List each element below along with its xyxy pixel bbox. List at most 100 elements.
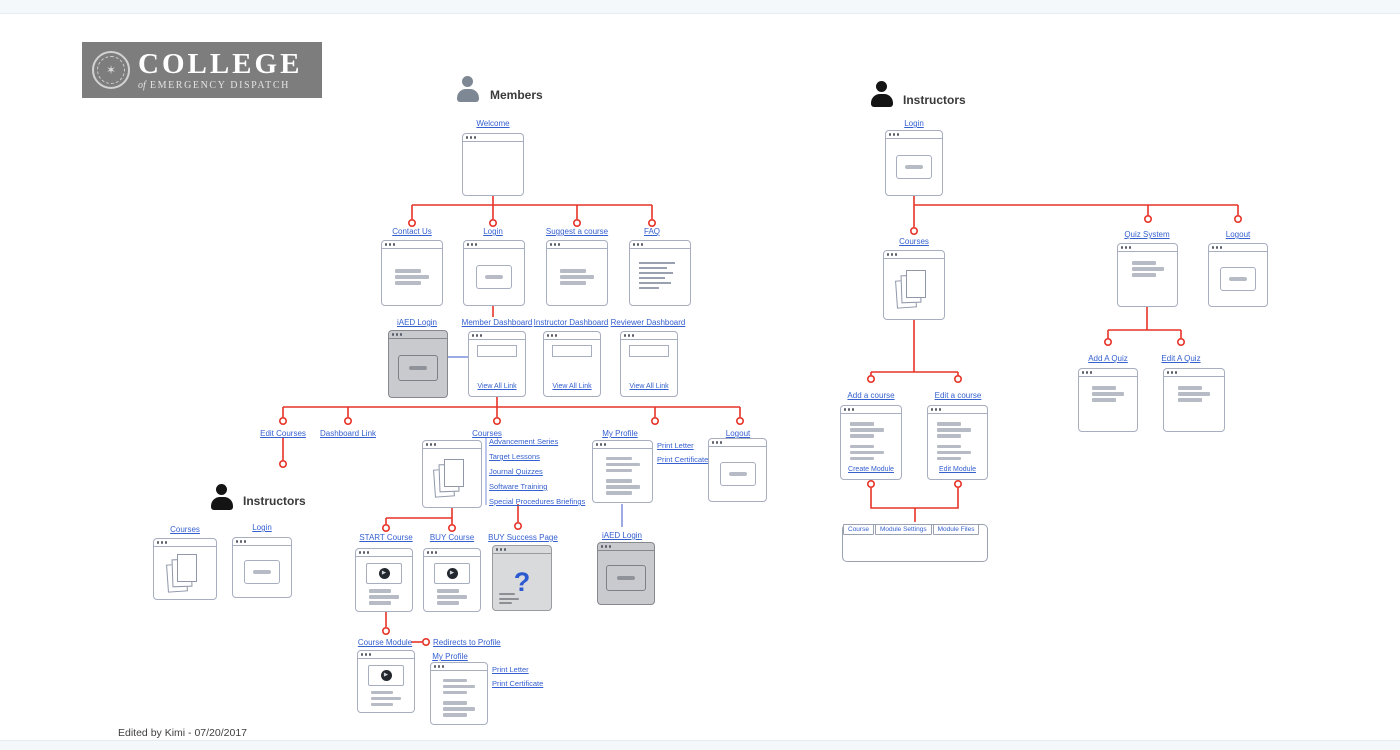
print-letter-link[interactable]: Print Letter [657,441,694,450]
login-link-members[interactable]: Login [483,227,503,236]
print-letter-link-2[interactable]: Print Letter [492,665,529,674]
courses-link-instructors[interactable]: Courses [899,237,929,246]
view-all-link[interactable]: View All Link [477,383,517,390]
play-icon: ▶ [378,568,390,580]
login-box-icon [606,564,646,591]
quiz-system-link[interactable]: Quiz System [1124,230,1170,239]
form-lines-icon [371,690,401,707]
profile-fields-icon: Create Module [841,414,901,479]
window-dots-icon [1082,371,1085,374]
tab-module-settings[interactable]: Module Settings [874,524,932,535]
journal-quizzes-link[interactable]: Journal Quizzes [489,467,543,476]
login-window-instructors [885,130,943,196]
special-procedures-briefings-link[interactable]: Special Procedures Briefings [489,497,586,506]
my-profile-link[interactable]: My Profile [602,429,638,438]
video-player-icon: ▶ [368,664,404,686]
edit-a-course-link[interactable]: Edit a course [934,391,982,400]
instructors-right-section-label: Instructors [903,93,966,107]
window-dots-icon [1167,371,1170,374]
view-all-link[interactable]: View All Link [552,383,592,390]
window-dots-icon [1121,246,1124,249]
window-dots-icon [496,548,499,551]
contact-us-link[interactable]: Contact Us [392,227,432,236]
form-lines-icon [437,589,467,605]
login-window-instructors-left [232,537,292,598]
window-dots-icon [392,333,395,336]
login-link-instructors[interactable]: Login [904,119,924,128]
form-lines-icon [560,269,594,285]
edit-module-link[interactable]: Edit Module [939,466,976,473]
welcome-window [462,133,524,196]
window-dots-icon [712,441,715,444]
logout-link-instructors[interactable]: Logout [1225,230,1251,239]
welcome-link[interactable]: Welcome [476,119,510,128]
dashboard-link-link[interactable]: Dashboard Link [319,429,377,438]
login-box-icon [476,265,512,289]
edit-courses-link[interactable]: Edit Courses [260,429,306,438]
window-dots-icon [887,253,890,256]
instructor-dashboard-window: View All Link [543,331,601,397]
add-a-course-link[interactable]: Add a course [847,391,895,400]
logout-link-members[interactable]: Logout [725,429,751,438]
window-dots-icon [601,545,604,548]
bottom-edge [0,740,1400,750]
start-course-link[interactable]: START Course [359,533,413,542]
print-certificate-link[interactable]: Print Certificate [657,455,709,464]
window-dots-icon [359,551,362,554]
tab-course[interactable]: Course [843,524,874,535]
my-profile-window [592,440,653,503]
target-lessons-link[interactable]: Target Lessons [489,452,540,461]
edit-a-quiz-link[interactable]: Edit A Quiz [1161,354,1201,363]
reviewer-dashboard-link[interactable]: Reviewer Dashboard [610,318,686,327]
courses-link-members[interactable]: Courses [472,429,502,438]
member-dashboard-link[interactable]: Member Dashboard [461,318,533,327]
college-logo: ✶ COLLEGE of EMERGENCY DISPATCH [82,42,322,98]
redirects-to-profile-link[interactable]: Redirects to Profile [433,638,501,647]
instructor-dashboard-link[interactable]: Instructor Dashboard [533,318,609,327]
iaed-login-link[interactable]: iAED Login [396,318,438,327]
window-dots-icon [633,243,636,246]
courses-link-instructors-left[interactable]: Courses [170,525,200,534]
college-seal-icon: ✶ [92,51,130,89]
dashboard-header-icon [628,345,670,357]
tab-module-files[interactable]: Module Files [932,524,980,535]
window-dots-icon [550,243,553,246]
add-a-quiz-link[interactable]: Add A Quiz [1088,354,1128,363]
window-dots-icon [472,334,475,337]
window-dots-icon [624,334,627,337]
login-link-instructors-left[interactable]: Login [252,523,272,532]
member-dashboard-window: View All Link [468,331,526,397]
window-dots-icon [467,243,470,246]
buy-success-window: ? [492,545,552,611]
faq-window [629,240,691,306]
video-player-icon: ▶ [366,563,402,585]
text-lines-icon [630,249,690,305]
module-tabs-panel: Course Module Settings Module Files [842,524,988,562]
faq-link[interactable]: FAQ [643,227,661,236]
edit-a-quiz-window [1163,368,1225,432]
courses-window-instructors [883,250,945,320]
print-certificate-link-2[interactable]: Print Certificate [492,679,544,688]
window-dots-icon [844,408,847,411]
iaed-login-link-2[interactable]: iAED Login [601,531,643,540]
my-profile-link-2[interactable]: My Profile [432,652,468,661]
create-module-link[interactable]: Create Module [848,466,894,473]
login-box-icon [896,155,932,179]
buy-course-link[interactable]: BUY Course [429,533,475,542]
window-dots-icon [385,243,388,246]
view-all-link[interactable]: View All Link [629,383,669,390]
window-dots-icon [157,541,160,544]
instructors-left-section-label: Instructors [243,494,306,508]
iaed-login-window [388,330,448,398]
course-module-link[interactable]: Course Module [357,638,413,647]
stacked-pages-icon [895,268,932,310]
edited-by-note: Edited by Kimi - 07/20/2017 [118,727,247,739]
dashboard-header-icon [476,345,518,357]
software-training-link[interactable]: Software Training [489,482,548,491]
suggest-a-course-link[interactable]: Suggest a course [545,227,609,236]
advancement-series-link[interactable]: Advancement Series [489,437,559,446]
buy-success-page-link[interactable]: BUY Success Page [488,533,558,542]
members-person-icon [456,76,480,103]
courses-window-instructors-left [153,538,217,600]
